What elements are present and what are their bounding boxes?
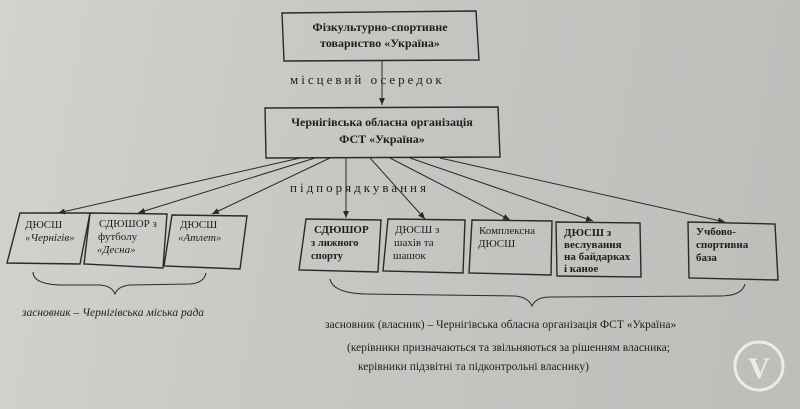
box-text: «Десна»	[97, 244, 136, 256]
mid-box-line2: ФСТ «Україна»	[339, 132, 425, 146]
left-box-2: СДЮШОР з футболу «Десна»	[83, 212, 168, 269]
right-box-2: ДЮСШ з шахів та шашок	[382, 218, 466, 274]
box-text: веслування	[564, 239, 622, 251]
box-text: база	[696, 252, 717, 264]
right-box-5: Учбово- спортивна база	[687, 221, 779, 281]
box-text: спорту	[311, 251, 344, 262]
box-text: «Чернігів»	[25, 232, 75, 244]
box-text: на байдарках	[564, 251, 631, 263]
box-text: шашок	[393, 250, 426, 262]
mid-box: Чернігівська обласна організація ФСТ «Ук…	[264, 106, 501, 159]
top-box-line1: Фізкультурно-спортивне	[312, 20, 448, 34]
label-local: місцевий осередок	[290, 72, 445, 87]
box-text: «Атлет»	[178, 232, 221, 244]
right-box-4: ДЮСШ з веслування на байдарках і каное	[555, 221, 642, 278]
box-text: Учбово-	[696, 226, 736, 238]
top-box: Фізкультурно-спортивне товариство «Украї…	[281, 10, 480, 62]
right-box-3: Комплексна ДЮСШ	[468, 219, 553, 276]
top-box-line2: товариство «Україна»	[320, 36, 440, 50]
note-line1: (керівники призначаються та звільняються…	[347, 342, 670, 354]
note-line2: керівники підзвітні та підконтрольні вла…	[358, 361, 589, 373]
box-text: Комплексна	[479, 225, 535, 237]
box-text: ДЮСШ	[478, 238, 515, 250]
box-text: ДЮСШ	[25, 219, 62, 231]
box-text: з лижного	[311, 238, 358, 249]
watermark-logo: V	[733, 340, 785, 392]
right-box-1: СДЮШОР з лижного спорту	[298, 218, 382, 273]
left-founder: засновник – Чернігівська міська рада	[21, 307, 204, 319]
box-text: і каное	[564, 263, 598, 275]
box-text: спортивна	[696, 239, 749, 251]
right-founder: засновник (власник) – Чернігівська облас…	[325, 319, 676, 331]
box-text: ДЮСШ з	[564, 227, 612, 239]
box-text: СДЮШОР з	[99, 218, 157, 230]
left-box-1: ДЮСШ «Чернігів»	[6, 212, 91, 265]
box-text: ДЮСШ	[180, 219, 217, 231]
mid-box-line1: Чернігівська обласна організація	[291, 115, 473, 129]
left-brace	[32, 271, 207, 296]
right-brace	[329, 278, 746, 308]
arrows	[57, 157, 726, 224]
left-box-3: ДЮСШ «Атлет»	[163, 214, 248, 270]
svg-text:V: V	[748, 352, 770, 385]
box-text: ДЮСШ з	[395, 224, 439, 236]
label-subordination: підпорядкування	[290, 180, 429, 195]
box-text: СДЮШОР	[314, 224, 369, 236]
box-text: шахів та	[394, 237, 434, 249]
box-text: футболу	[98, 231, 138, 243]
